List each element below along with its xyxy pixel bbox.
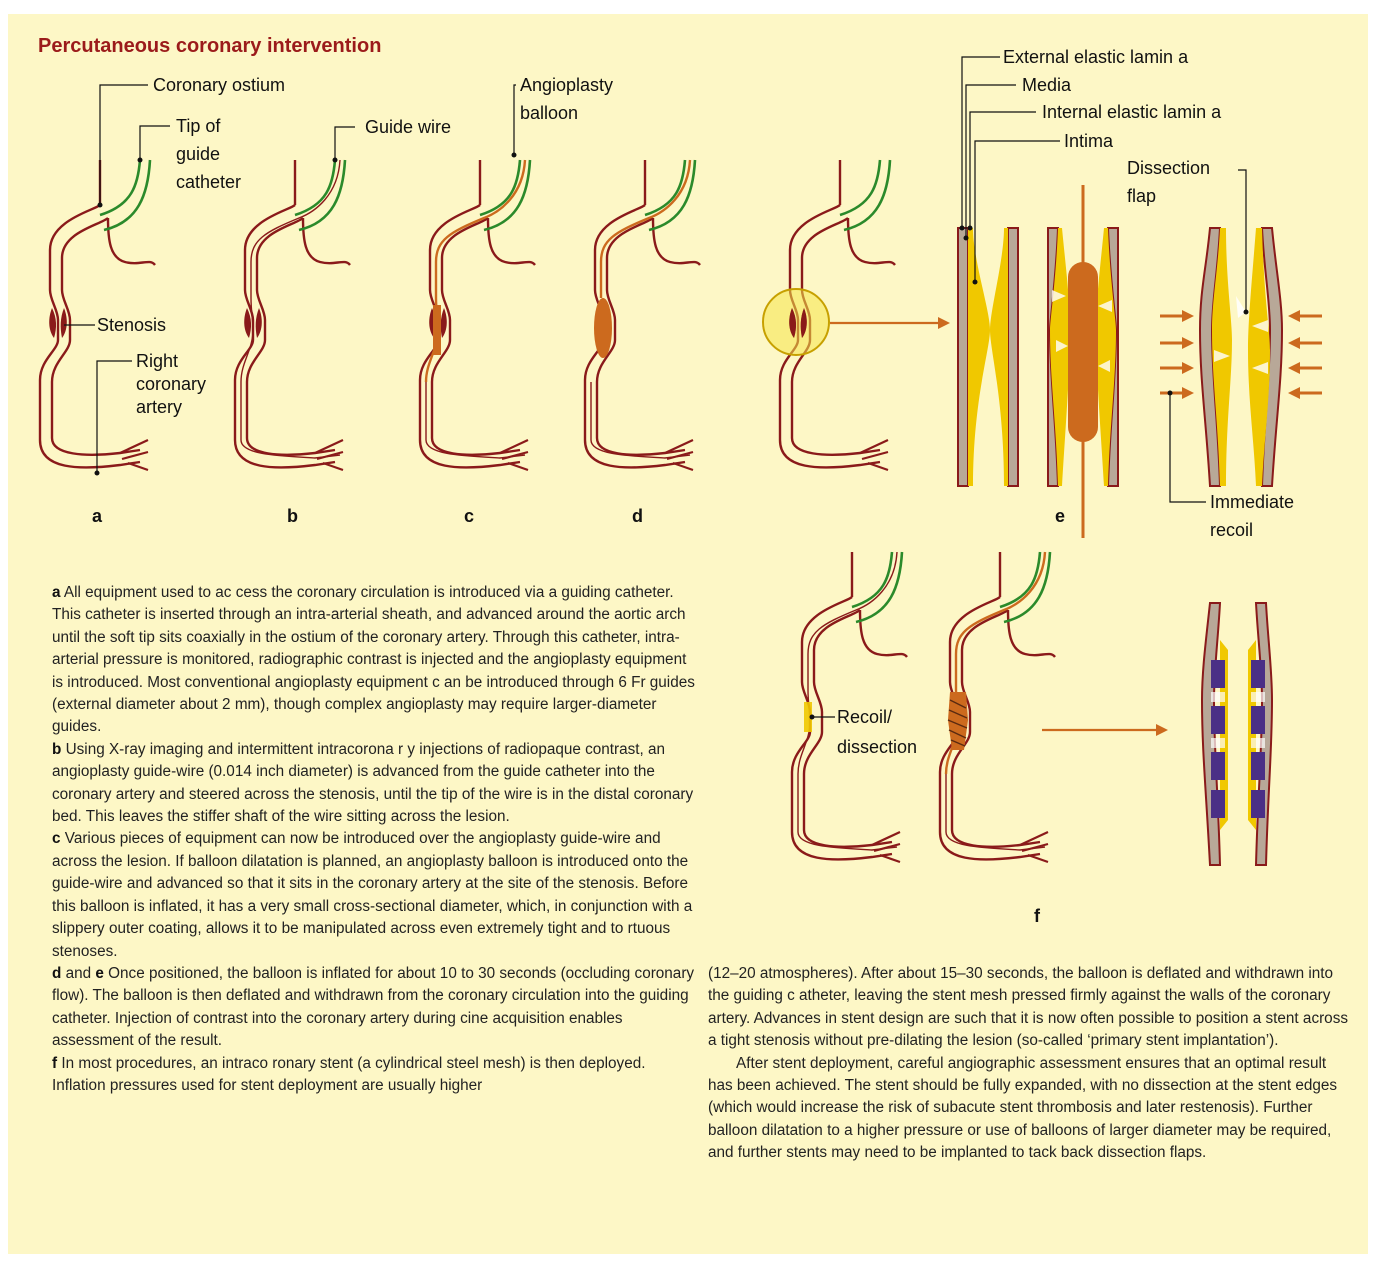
label-tip-of-guide-catheter-1: Tip of (176, 116, 221, 136)
paragraph-letter-b: b (52, 741, 61, 758)
paragraph-letter-e: e (95, 965, 104, 982)
label-angioplasty-balloon-1: Angioplasty (520, 75, 613, 95)
label-recoil-dissection-1: Recoil/ (837, 707, 892, 727)
panel-b: Guide wire b (235, 117, 451, 526)
panel-c: Angioplasty balloon c (420, 75, 613, 526)
label-right-coronary-artery-2: coronary (136, 374, 206, 394)
label-media: Media (1022, 75, 1072, 95)
label-right-coronary-artery-3: artery (136, 397, 182, 417)
paragraph-de: d and e Once positioned, the balloon is … (52, 963, 697, 1053)
label-intima: Intima (1064, 131, 1114, 151)
paragraph-c: c Various pieces of equipment can now be… (52, 828, 697, 962)
paragraph-right-2: After stent deployment, careful angiogra… (708, 1053, 1348, 1165)
label-right-coronary-artery-1: Right (136, 351, 178, 371)
panel-letter-c: c (464, 506, 474, 526)
text-column-right: (12–20 atmospheres). After about 15–30 s… (708, 963, 1348, 1165)
vessel-section-stent (1202, 603, 1272, 865)
paragraph-de-body: Once positioned, the balloon is inflated… (52, 965, 694, 1049)
label-immediate-recoil-1: Immediate (1210, 492, 1294, 512)
paragraph-letter-a: a (52, 584, 61, 601)
label-recoil-dissection-2: dissection (837, 737, 917, 757)
panel-f-recoil-artery: Recoil/ dissection (792, 552, 917, 862)
paragraph-a: a All equipment used to ac cess the coro… (52, 582, 697, 739)
paragraph-f: f In most procedures, an intraco ronary … (52, 1053, 697, 1098)
panel-d: d (585, 160, 700, 526)
label-coronary-ostium: Coronary ostium (153, 75, 285, 95)
paragraph-c-body: Various pieces of equipment can now be i… (52, 830, 692, 959)
label-angioplasty-balloon-2: balloon (520, 103, 578, 123)
paragraph-b: b Using X-ray imaging and intermittent i… (52, 739, 697, 829)
label-guide-wire: Guide wire (365, 117, 451, 137)
paragraph-a-body: All equipment used to ac cess the corona… (52, 584, 695, 735)
figure-title: Percutaneous coronary intervention (38, 35, 381, 57)
label-internal-elastic-lamina: Internal elastic lamin a (1042, 102, 1222, 122)
label-tip-of-guide-catheter-3: catheter (176, 172, 241, 192)
label-stenosis: Stenosis (97, 315, 166, 335)
paragraph-right-1: (12–20 atmospheres). After about 15–30 s… (708, 963, 1348, 1053)
label-immediate-recoil-2: recoil (1210, 520, 1253, 540)
panel-e-artery (763, 160, 895, 470)
paragraph-f-body: In most procedures, an intraco ronary st… (52, 1055, 645, 1094)
label-external-elastic-lamina: External elastic lamin a (1003, 47, 1189, 67)
panel-letter-f: f (1034, 906, 1041, 926)
label-dissection-flap-1: Dissection (1127, 158, 1210, 178)
vessel-section-balloon: e (1048, 185, 1118, 538)
paragraph-b-body: Using X-ray imaging and intermittent int… (52, 741, 693, 825)
vessel-section-recoil: Dissection flap Immediate recoil (1127, 158, 1322, 540)
paragraph-de-and: and (61, 965, 95, 982)
text-column-left: a All equipment used to ac cess the coro… (52, 582, 697, 1097)
panel-f-stent-artery (940, 552, 1055, 862)
paragraph-letter-c: c (52, 830, 61, 847)
paragraph-letter-d: d (52, 965, 61, 982)
panel-letter-e: e (1055, 506, 1065, 526)
label-dissection-flap-2: flap (1127, 186, 1156, 206)
panel-letter-d: d (632, 506, 643, 526)
panel-letter-a: a (92, 506, 103, 526)
panel-letter-b: b (287, 506, 298, 526)
label-tip-of-guide-catheter-2: guide (176, 144, 220, 164)
